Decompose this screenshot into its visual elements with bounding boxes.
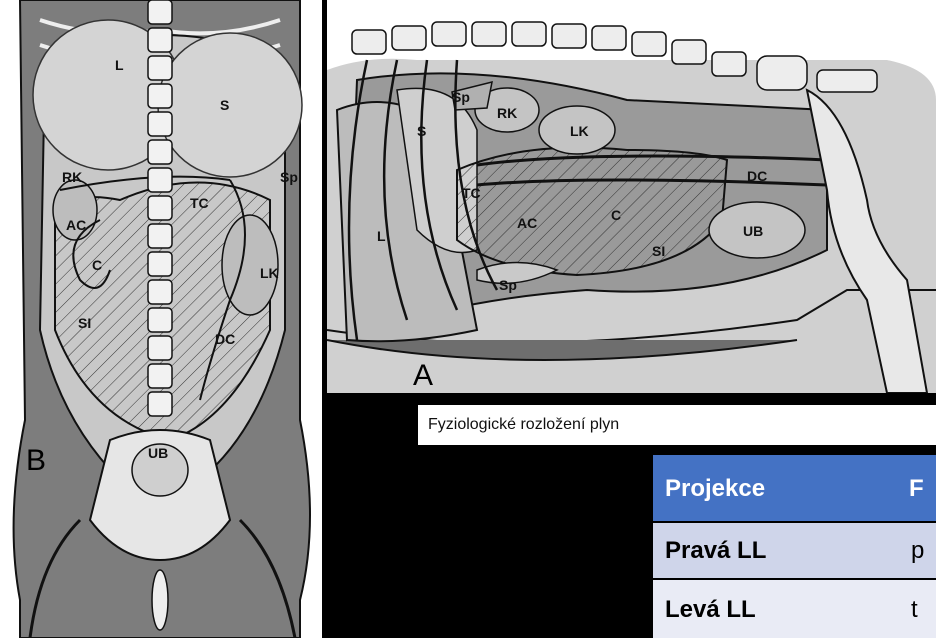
label-b-si: SI: [78, 315, 91, 331]
figure-a-letter: A: [413, 359, 433, 392]
label-b-dc: DC: [215, 331, 235, 347]
label-b-lk: LK: [260, 265, 279, 281]
label-a-sp2: Sp: [499, 277, 517, 293]
label-a-tc: TC: [462, 185, 481, 201]
table-cell: Pravá LL: [665, 537, 766, 565]
label-b-s: S: [220, 97, 229, 113]
label-a-s: S: [417, 123, 426, 139]
label-b-tc: TC: [190, 195, 209, 211]
figure-b-letter: B: [26, 444, 46, 477]
label-a-lk: LK: [570, 123, 589, 139]
label-a-rk: RK: [497, 105, 517, 121]
label-a-sp: Sp: [452, 89, 470, 105]
label-a-dc: DC: [747, 168, 767, 184]
label-a-si: SI: [652, 243, 665, 259]
table-cell: t: [911, 596, 918, 624]
label-a-ub: UB: [743, 223, 763, 239]
label-b-ac: AC: [66, 217, 86, 233]
table-header-row: Projekce F: [653, 455, 936, 521]
label-b-l: L: [115, 57, 124, 73]
table-row: Pravá LL p: [653, 523, 936, 578]
table-header-cell: Projekce: [665, 475, 765, 503]
label-b-c: C: [92, 257, 102, 273]
ventrodorsal-diagram: L S RK Sp TC AC C LK SI DC UB B: [0, 0, 322, 638]
lateral-diagram: Sp RK LK S TC DC L AC C SI UB Sp A: [327, 0, 936, 393]
label-b-sp: Sp: [280, 169, 298, 185]
table-cell: Levá LL: [665, 596, 756, 624]
table-row: Levá LL t: [653, 580, 936, 638]
ventrodorsal-drawing: L S RK Sp TC AC C LK SI DC UB B: [0, 0, 322, 638]
projection-table: Projekce F Pravá LL p Levá LL t: [653, 455, 936, 638]
table-cell: p: [911, 537, 924, 565]
caption-text: Fyziologické rozložení plyn: [428, 416, 619, 434]
label-b-rk: RK: [62, 169, 82, 185]
label-a-c: C: [611, 207, 621, 223]
label-a-ac: AC: [517, 215, 537, 231]
label-b-ub: UB: [148, 445, 168, 461]
lateral-drawing: Sp RK LK S TC DC L AC C SI UB Sp A: [327, 0, 936, 393]
table-header-cell: F: [909, 475, 924, 503]
label-a-l: L: [377, 228, 386, 244]
